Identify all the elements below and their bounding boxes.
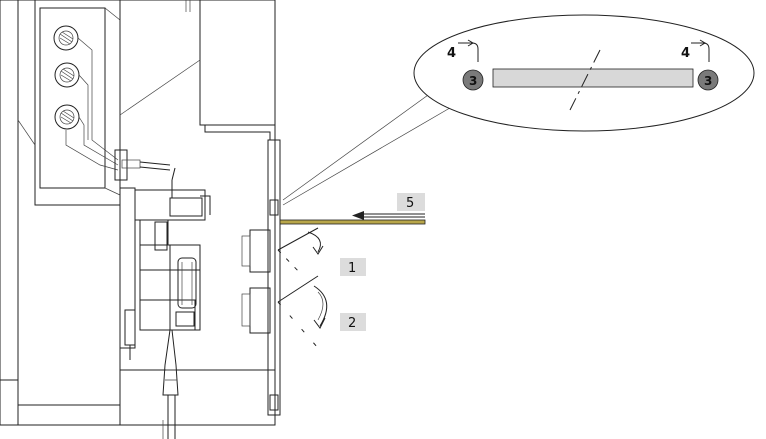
- insert-arrow: [352, 211, 425, 220]
- label-1-box: 1: [340, 258, 366, 276]
- label-3-left: 3: [469, 74, 477, 88]
- insulating-strip: [279, 219, 426, 225]
- rotation-arrow-1: [307, 231, 324, 255]
- detail-left-marker: [446, 39, 484, 91]
- detail-callout: 4 3 4 3: [413, 14, 755, 132]
- busbar-bushings: [53, 25, 119, 171]
- label-5-box: 5: [397, 193, 425, 211]
- label-3-right: 3: [704, 74, 712, 88]
- label-4-right: 4: [681, 46, 690, 61]
- detail-right-marker: [680, 39, 719, 91]
- rotation-arrow-2: [313, 285, 328, 329]
- callout-line-bottom: [282, 104, 456, 206]
- shutter-mechanism: [241, 227, 319, 349]
- detail-bar: [492, 68, 694, 88]
- callout-line-top: [282, 89, 436, 201]
- label-5: 5: [406, 196, 414, 211]
- cabinet-body: [0, 0, 281, 426]
- label-4-left: 4: [447, 46, 456, 61]
- label-2: 2: [348, 316, 356, 331]
- breaker-assembly: [114, 149, 211, 439]
- label-1: 1: [348, 261, 356, 276]
- label-2-box: 2: [340, 313, 366, 331]
